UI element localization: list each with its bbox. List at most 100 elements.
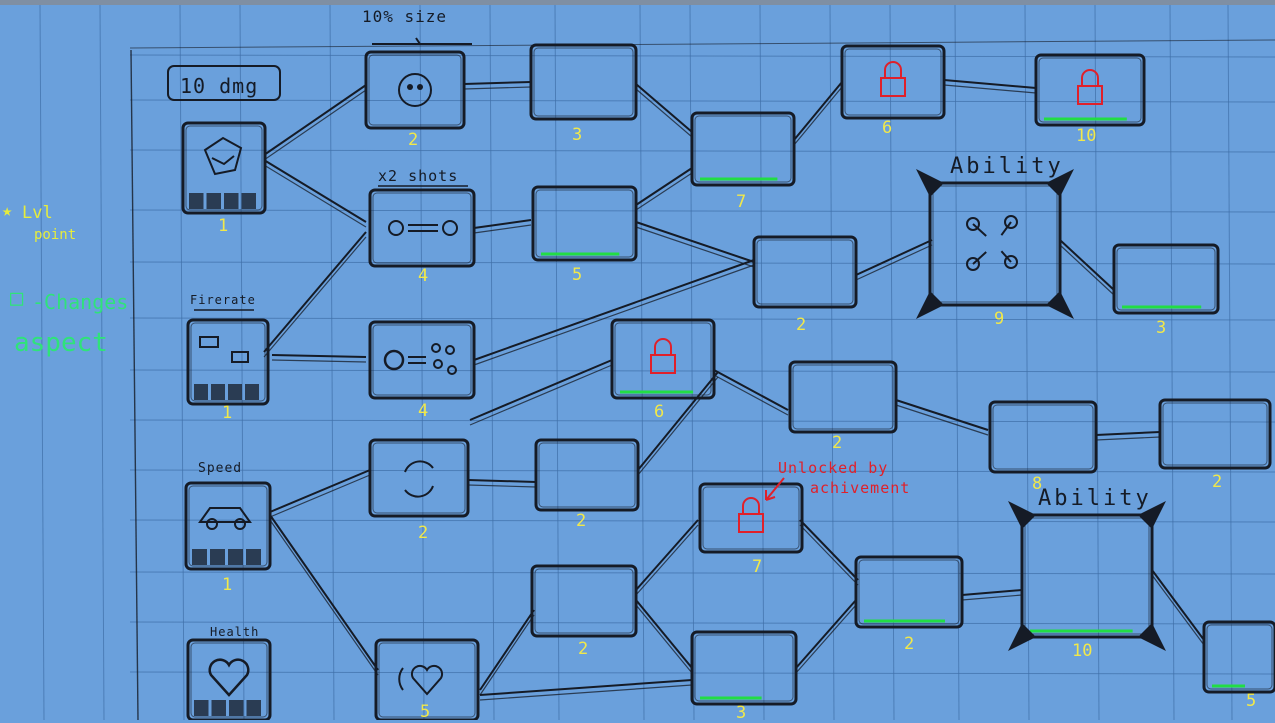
car-icon [198,507,252,523]
node-r3end[interactable] [1112,243,1220,315]
grid-line [129,419,1275,423]
node-lock1[interactable] [610,318,716,400]
stat-speed-pip [246,549,261,565]
heart-swirl-icon [410,664,444,696]
spread-shot-icon [431,343,441,353]
stat-speed-frame [184,481,272,571]
grid-line [99,4,105,720]
node-x2shots[interactable] [368,188,476,268]
connection-line [799,524,859,586]
sparks-icon [1004,255,1018,269]
node-ability1[interactable] [916,169,1074,319]
stat-health-pip [194,700,209,716]
annotation-unlocked-by: Unlocked by [778,459,889,477]
corner-spike [916,291,944,319]
grid-line [489,4,495,720]
stat-firerate-frame [186,318,270,406]
node-caption-ability-1: Ability [950,154,1064,179]
node-ability2[interactable] [1008,501,1166,651]
node-r2c-inner [858,559,960,625]
stat-damage[interactable] [167,65,281,215]
node-level: 2 [408,130,419,150]
connection-line [469,364,613,426]
connection-line [635,83,693,133]
node-lock10[interactable] [1034,53,1146,127]
connection-line [895,399,989,431]
connection-line [855,244,933,281]
lock-icon [654,338,672,355]
sparks-icon [966,257,980,271]
node-r5b[interactable] [690,630,798,706]
node-r5b-frame [690,630,798,706]
node-level: 3 [736,703,747,723]
node-heal[interactable] [374,638,480,720]
node-r5end-frame [1202,620,1275,694]
node-r3end-frame [1112,243,1220,315]
node-m2b[interactable] [788,360,898,434]
grid-line [39,4,45,720]
stat-health[interactable] [186,638,272,720]
connection-line [479,679,693,696]
connection-line [635,519,699,591]
connection-line [269,469,371,513]
skull-icon [417,84,423,90]
node-r2end-frame [1158,398,1272,470]
node-spread[interactable] [368,320,476,400]
node-cycle[interactable] [368,438,470,518]
node-m2b-inner [792,364,894,430]
node-lock7[interactable] [698,482,804,554]
connection-line [269,474,371,518]
stat-caption-firerate: Firerate [190,293,256,307]
cycle-arrows-icon [404,485,434,498]
connection-line [469,359,613,421]
node-r8-frame [988,400,1098,474]
node-r5end[interactable] [1202,620,1275,694]
sparks-icon [1004,215,1018,229]
heart-swirl-icon [398,667,404,691]
face-icon [231,351,249,363]
legend-square-icon: □ [10,286,24,311]
node-m2[interactable] [752,235,858,309]
node-level: 5 [1246,691,1257,711]
node-lock1-frame [610,318,716,400]
node-r5b-inner [694,634,794,702]
node-r2c[interactable] [854,555,964,629]
connection-line [635,524,699,596]
node-m7[interactable] [690,111,796,187]
node-r8[interactable] [988,400,1098,474]
stat-speed-pip [228,549,243,565]
node-r1a-frame [529,43,638,121]
node-r1a[interactable] [529,43,638,121]
node-skull[interactable] [364,50,466,130]
node-r5a[interactable] [530,564,638,638]
grid-left-axis [130,49,139,720]
lock-icon [650,354,676,374]
node-cycle-frame [368,438,470,518]
stat-speed-pip [192,549,207,565]
grid-line [1169,4,1175,720]
tree-nodes [167,37,1275,720]
skull-icon [407,84,413,90]
grid-line [759,4,765,720]
node-lock6-frame [840,44,946,120]
node-r4a[interactable] [534,438,640,512]
stat-speed[interactable] [184,481,272,571]
connection-line [895,404,989,436]
node-level: 2 [576,511,587,531]
connection-line [479,609,535,691]
sparks-icon [972,223,987,237]
stat-speed-pip [210,549,225,565]
node-m2-inner [756,239,854,305]
node-lock6[interactable] [840,44,946,120]
node-cycle-inner [372,442,466,514]
node-r1b[interactable] [531,185,638,262]
node-r2end[interactable] [1158,398,1272,470]
connection-line [713,369,789,411]
grid-line [129,54,1275,58]
stat-firerate[interactable] [186,318,270,406]
connection-line [263,159,367,223]
node-lock10-inner [1038,57,1142,123]
stat-level-damage: 1 [218,216,229,236]
node-level: 10 [1076,126,1097,146]
connection-line [473,224,532,234]
